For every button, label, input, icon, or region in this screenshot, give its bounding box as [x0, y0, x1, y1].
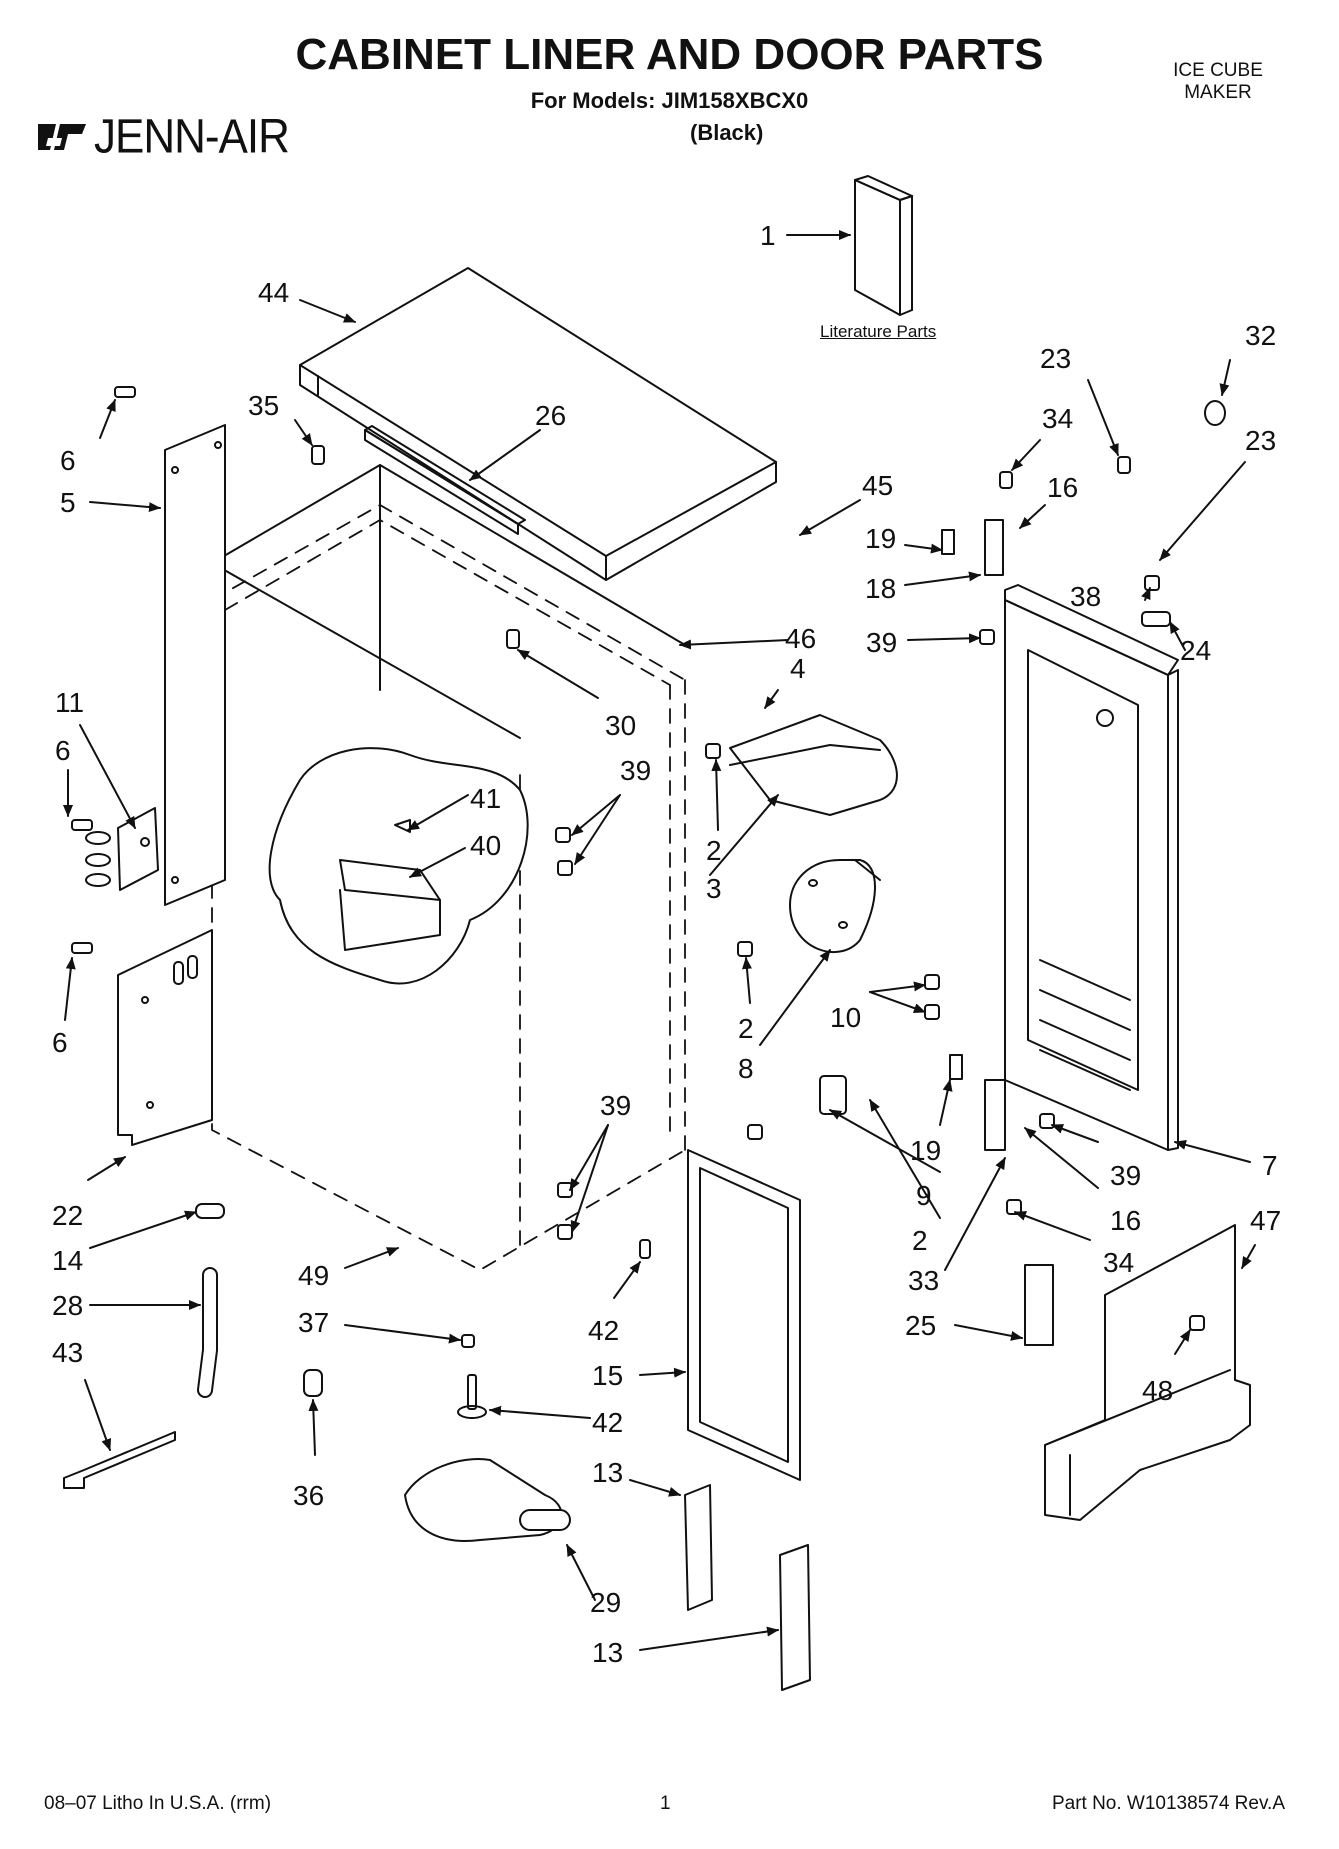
callout-23: 23 [1040, 343, 1071, 374]
callout-26: 26 [535, 400, 566, 431]
kickplate [1044, 1224, 1251, 1521]
top-gasket [211, 464, 686, 739]
callout-19: 19 [865, 523, 896, 554]
callout-40: 40 [470, 830, 501, 861]
hinge-clamp [85, 807, 159, 891]
category-line-1: ICE CUBE [1173, 60, 1263, 81]
literature-parts-label: Literature Parts [820, 322, 937, 341]
callout-24: 24 [1180, 635, 1211, 666]
callout-39: 39 [600, 1090, 631, 1121]
callout-2: 2 [738, 1013, 754, 1044]
callout-2: 2 [912, 1225, 928, 1256]
callout-13: 13 [592, 1637, 623, 1668]
spacer-bracket-upper [684, 1484, 713, 1611]
callout-34: 34 [1103, 1247, 1134, 1278]
callout-39: 39 [866, 627, 897, 658]
liner-rail [364, 425, 526, 535]
callout-22: 22 [52, 1200, 83, 1231]
callout-4: 4 [790, 653, 806, 684]
callout-42: 42 [592, 1407, 623, 1438]
ice-deflector [729, 714, 898, 816]
callout-16: 16 [1047, 472, 1078, 503]
footer-page-number: 1 [660, 1793, 671, 1814]
callout-28: 28 [52, 1290, 83, 1321]
callout-5: 5 [60, 487, 76, 518]
callout-labels: 1 44 35 26 6 5 45 23 32 34 23 16 19 18 3… [52, 220, 1281, 1668]
product-category: ICE CUBE MAKER [1153, 60, 1283, 104]
footer-part-number: Part No. W10138574 Rev.A [1051, 1793, 1285, 1814]
callout-6: 6 [55, 735, 71, 766]
callout-42: 42 [588, 1315, 619, 1346]
callout-43: 43 [52, 1337, 83, 1368]
callout-19: 19 [910, 1135, 941, 1166]
callout-36: 36 [293, 1480, 324, 1511]
callout-25: 25 [905, 1310, 936, 1341]
literature-booklet [854, 175, 913, 316]
callout-30: 30 [605, 710, 636, 741]
callout-45: 45 [862, 470, 893, 501]
callout-7: 7 [1262, 1150, 1278, 1181]
callout-15: 15 [592, 1360, 623, 1391]
callout-18: 18 [865, 573, 896, 604]
callout-2: 2 [706, 835, 722, 866]
callout-11: 11 [55, 687, 84, 718]
leader-lines [63, 230, 1256, 1651]
callout-29: 29 [590, 1587, 621, 1618]
callout-37: 37 [298, 1307, 329, 1338]
category-line-2: MAKER [1184, 82, 1252, 103]
callout-41: 41 [470, 783, 501, 814]
fasteners [71, 386, 1226, 1419]
callout-47: 47 [1250, 1205, 1281, 1236]
callout-16: 16 [1110, 1205, 1141, 1236]
top-cover [299, 267, 777, 581]
page-title: CABINET LINER AND DOOR PARTS [295, 30, 1044, 79]
brand-mark-icon [38, 124, 86, 150]
ice-scoop [404, 1458, 571, 1542]
model-number: For Models: JIM158XBCX0 [530, 88, 809, 113]
drain-tube [197, 1267, 218, 1398]
callout-34: 34 [1042, 403, 1073, 434]
callout-39: 39 [620, 755, 651, 786]
door-gasket [687, 1149, 801, 1481]
callout-8: 8 [738, 1053, 754, 1084]
callout-32: 32 [1245, 320, 1276, 351]
callout-33: 33 [908, 1265, 939, 1296]
callout-3: 3 [706, 873, 722, 904]
tie-wrap [63, 1431, 176, 1489]
brand-logo: JENN-AIR [38, 109, 290, 164]
left-side-panel [164, 424, 226, 906]
callout-1: 1 [760, 220, 776, 251]
callout-39: 39 [1110, 1160, 1141, 1191]
brand-name: JENN-AIR [94, 109, 290, 164]
callout-35: 35 [248, 390, 279, 421]
callout-6: 6 [52, 1027, 68, 1058]
callout-9: 9 [916, 1180, 932, 1211]
callout-46: 46 [785, 623, 816, 654]
footer-litho: 08–07 Litho In U.S.A. (rrm) [44, 1793, 272, 1814]
bin-housing [789, 859, 881, 954]
callout-6: 6 [60, 445, 76, 476]
callout-23: 23 [1245, 425, 1276, 456]
model-color: (Black) [690, 120, 764, 145]
callout-48: 48 [1142, 1375, 1173, 1406]
callout-38: 38 [1070, 581, 1101, 612]
door-panel [1004, 584, 1179, 1151]
callout-13: 13 [592, 1457, 623, 1488]
callout-49: 49 [298, 1260, 329, 1291]
callout-14: 14 [52, 1245, 83, 1276]
spacer-bracket-lower [779, 1544, 811, 1691]
callout-44: 44 [258, 277, 289, 308]
callout-10: 10 [830, 1002, 861, 1033]
lower-left-panel [117, 929, 213, 1146]
